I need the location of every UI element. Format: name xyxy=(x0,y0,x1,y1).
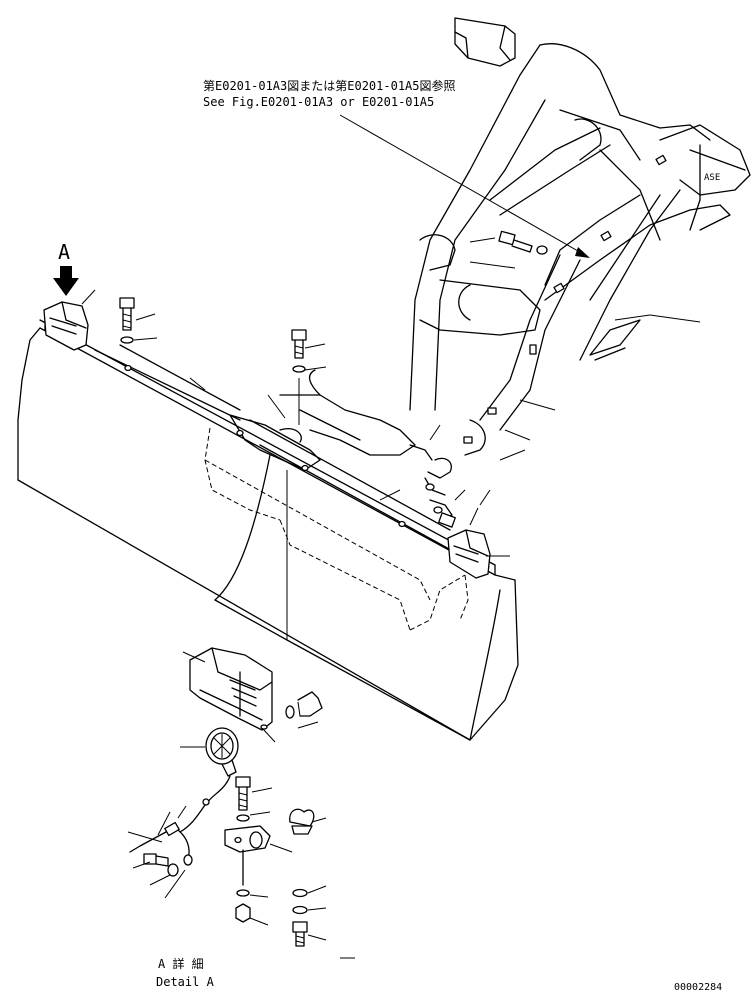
bracket-text: ASE xyxy=(704,173,720,183)
drawing-number: 00002284 xyxy=(674,982,722,993)
detail-bolt-upper-icon xyxy=(235,776,251,822)
blade-hidden-lines xyxy=(204,427,469,631)
blade-bolt-left-icon xyxy=(119,297,135,344)
detail-cover-bolt-icon xyxy=(285,691,323,719)
reference-leader xyxy=(339,114,586,256)
leader-lines-main xyxy=(81,237,701,557)
leader-lines-detail xyxy=(127,651,355,959)
blade-top-plate xyxy=(124,364,406,528)
detail-lower-hardware xyxy=(235,888,308,947)
detail-rubber-mount-icon xyxy=(289,808,315,835)
detail-caption-jp: A 詳 細 xyxy=(158,956,204,971)
detail-wiring xyxy=(129,798,210,866)
detail-caption-en: Detail A xyxy=(156,975,215,989)
arm-clips xyxy=(463,154,667,444)
detail-small-bolt-icon xyxy=(143,853,179,877)
detail-bracket xyxy=(224,825,271,886)
reference-note-jp: 第E0201-01A3図または第E0201-01A5図参照 xyxy=(203,78,456,93)
detail-lamp-cover xyxy=(189,647,273,731)
detail-lamp-unit xyxy=(205,727,239,803)
arm-bolt-icon xyxy=(498,230,548,255)
lift-frame xyxy=(409,17,751,431)
blade-bolt-center-icon xyxy=(291,329,307,425)
reference-arrowhead xyxy=(575,247,590,258)
view-marker-label: A xyxy=(58,240,70,264)
blade xyxy=(17,319,519,741)
reference-note-en: See Fig.E0201-01A3 or E0201-01A5 xyxy=(203,95,434,109)
view-arrow-icon xyxy=(53,266,79,296)
left-lamp-cover xyxy=(43,301,89,351)
harness-routing xyxy=(279,369,486,528)
right-lamp-cover xyxy=(447,529,491,579)
